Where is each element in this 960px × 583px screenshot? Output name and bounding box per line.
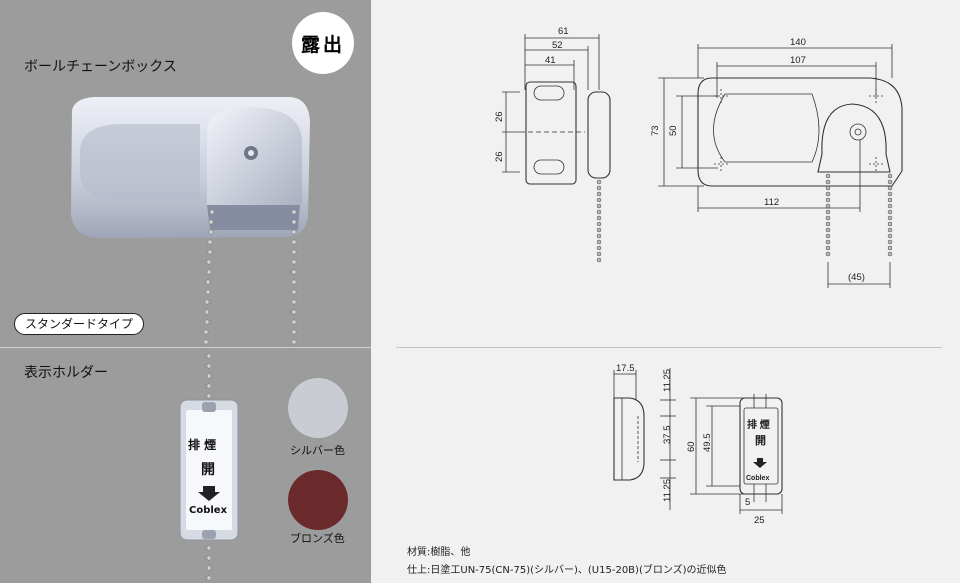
dim-61: 61 bbox=[558, 26, 569, 37]
dim-25: 25 bbox=[754, 515, 765, 526]
holder-front-view-drawing: 60 49.5 5 25 排 煙 開 Coblex bbox=[686, 394, 783, 526]
dim-49-5: 49.5 bbox=[702, 434, 713, 453]
dim-41: 41 bbox=[545, 55, 556, 66]
ball-chain-right bbox=[291, 209, 297, 345]
standard-type-label: スタンダードタイプ bbox=[14, 313, 145, 335]
dim-5: 5 bbox=[745, 497, 750, 508]
product-title: ボールチェーンボックス bbox=[24, 59, 177, 75]
dim-11-25-bottom: 11.25 bbox=[662, 479, 673, 502]
drawing-divider bbox=[396, 347, 942, 348]
photo-panel: ボールチェーンボックス 露出 スタンダードタイ bbox=[0, 0, 371, 583]
silver-swatch bbox=[288, 378, 348, 438]
dim-107: 107 bbox=[790, 55, 806, 66]
material-note: 材質:樹脂、他 bbox=[407, 547, 471, 558]
chain-box-photo bbox=[71, 97, 310, 345]
dim-11-25-top: 11.25 bbox=[662, 369, 673, 392]
drawing-plate-brand: Coblex bbox=[746, 475, 769, 482]
drawing-plate-text-1: 排 煙 bbox=[747, 418, 770, 431]
dim-60: 60 bbox=[686, 441, 697, 452]
bronze-label: ブロンズ色 bbox=[290, 532, 345, 545]
dim-26-bottom: 26 bbox=[494, 151, 505, 162]
holder-side-view-drawing: 17.5 11.25 37.5 11.25 bbox=[613, 363, 676, 510]
ball-chain-left bbox=[203, 209, 215, 345]
holder-plate-text-1: 排 煙 bbox=[188, 438, 217, 452]
panel-divider bbox=[0, 347, 371, 348]
holder-title: 表示ホルダー bbox=[24, 365, 108, 381]
dim-112: 112 bbox=[764, 197, 779, 208]
finish-note: 仕上:日塗工UN-75(CN-75)(シルバー)、(U15-20B)(ブロンズ)… bbox=[407, 565, 727, 576]
dim-37-5: 37.5 bbox=[662, 426, 673, 445]
box-front-view-drawing: 140 107 73 50 112 (45) bbox=[650, 37, 903, 288]
holder-photo bbox=[179, 353, 239, 581]
silver-label: シルバー色 bbox=[290, 444, 345, 457]
dim-52: 52 bbox=[552, 40, 563, 51]
holder-plate-brand: Coblex bbox=[189, 505, 228, 516]
dim-45: (45) bbox=[848, 272, 865, 283]
box-side-view-drawing: 61 52 41 26 26 bbox=[494, 26, 611, 263]
dim-17-5: 17.5 bbox=[616, 363, 635, 374]
bronze-swatch bbox=[288, 470, 348, 530]
dim-140: 140 bbox=[790, 37, 806, 48]
holder-plate-text-2: 開 bbox=[201, 462, 215, 478]
dim-26-top: 26 bbox=[494, 111, 505, 122]
exposed-badge: 露出 bbox=[292, 12, 354, 74]
dim-73: 73 bbox=[650, 125, 661, 136]
dim-50: 50 bbox=[668, 125, 679, 136]
drawing-plate-text-2: 開 bbox=[755, 434, 766, 447]
